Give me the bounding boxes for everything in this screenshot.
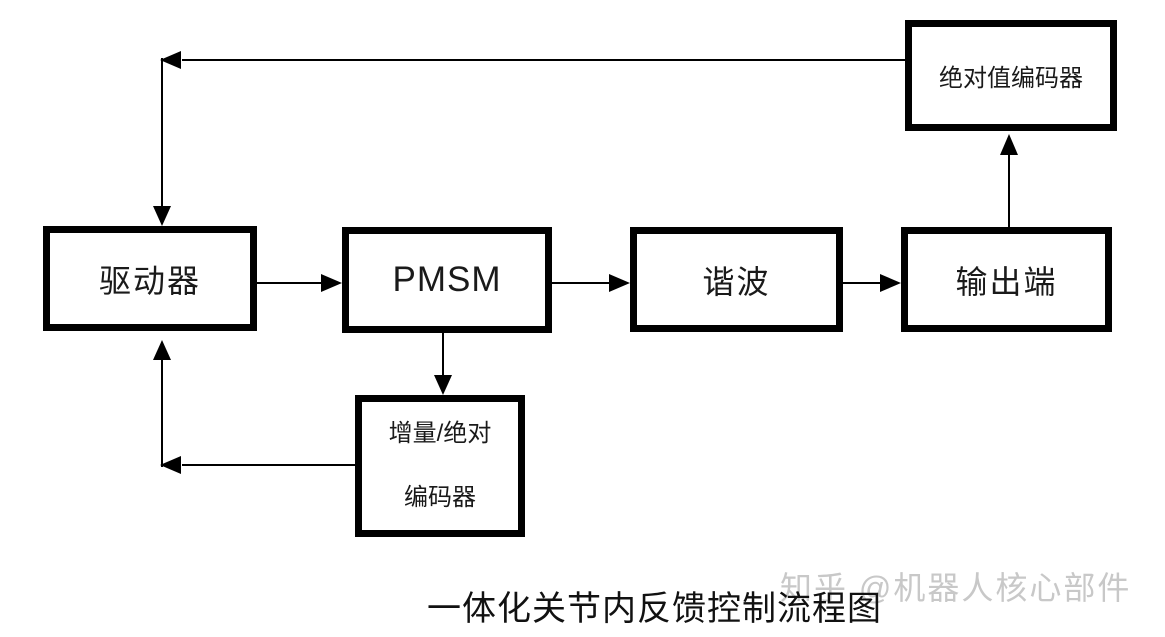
node-driver-label: 驱动器 xyxy=(98,262,201,299)
arrowhead-up-icon xyxy=(153,340,171,360)
arrowhead-down-icon xyxy=(153,206,171,226)
arrowhead-right-icon xyxy=(321,274,342,292)
node-driver: 驱动器 xyxy=(43,226,257,331)
arrowhead-down-icon xyxy=(434,375,452,395)
edge-pmsm-to-harmonic xyxy=(552,274,630,292)
edge-harmonic-to-output xyxy=(843,274,901,292)
node-incremental-absolute-encoder-line1: 增量/绝对 xyxy=(388,420,492,447)
edge-inc-encoder-to-driver xyxy=(153,340,355,474)
edge-abs-encoder-to-driver xyxy=(153,51,905,226)
node-output-end: 输出端 xyxy=(901,227,1112,332)
node-incremental-absolute-encoder-label: 增量/绝对 编码器 xyxy=(389,402,492,530)
node-output-end-label: 输出端 xyxy=(955,263,1058,300)
diagram-title: 一体化关节内反馈控制流程图 xyxy=(427,590,882,628)
arrowhead-right-icon xyxy=(880,274,901,292)
node-harmonic-drive-label: 谐波 xyxy=(702,263,771,300)
node-pmsm: PMSM xyxy=(342,227,552,333)
node-harmonic-drive: 谐波 xyxy=(630,227,843,332)
arrowhead-right-icon xyxy=(609,274,630,292)
node-absolute-encoder: 绝对值编码器 xyxy=(905,20,1117,131)
edge-driver-to-pmsm xyxy=(257,274,342,292)
node-incremental-absolute-encoder-line2: 编码器 xyxy=(403,484,476,511)
node-pmsm-label: PMSM xyxy=(392,260,502,299)
edge-output-to-abs-encoder xyxy=(1000,134,1018,227)
node-absolute-encoder-label: 绝对值编码器 xyxy=(939,65,1083,92)
arrowhead-left-icon xyxy=(160,456,181,474)
edge-pmsm-to-inc-encoder xyxy=(434,333,452,395)
node-incremental-absolute-encoder: 增量/绝对 编码器 xyxy=(355,395,525,537)
zhihu-watermark: 知乎 @机器人核心部件 xyxy=(780,570,1132,606)
arrowhead-left-icon xyxy=(160,51,181,69)
arrowhead-up-icon xyxy=(1000,134,1018,155)
